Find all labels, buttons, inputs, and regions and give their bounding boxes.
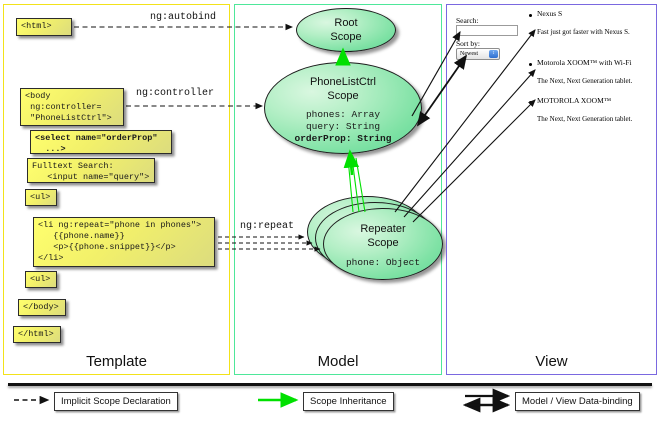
ul-close-tag-box: <ul> (25, 271, 57, 288)
fulltext-search-box: Fulltext Search: <input name="query"> (27, 158, 155, 183)
ctrl-scope-title-2: Scope (327, 90, 359, 102)
phonelistctrl-scope-ellipse: PhoneListCtrl Scope phones: Array query:… (264, 62, 422, 154)
repeater-scope-title-1: Repeater (360, 223, 406, 235)
legend-model-view-data-binding: Model / View Data-binding (515, 392, 640, 411)
search-label: Search: (456, 16, 479, 25)
root-scope-ellipse: Root Scope (296, 8, 396, 52)
phone-snippet: Fast just got faster with Nexus S. (537, 28, 630, 36)
repeater-scope-title-2: Scope (367, 237, 399, 249)
sort-by-selected-value: Newest (460, 51, 478, 57)
root-scope-title-2: Scope (330, 31, 362, 43)
ng-controller-label: ng:controller (136, 88, 215, 99)
body-close-tag-box: </body> (18, 299, 66, 316)
li-ng-repeat-box: <li ng:repeat="phone in phones"> {{phone… (33, 217, 215, 267)
sort-by-label: Sort by: (456, 39, 480, 48)
ng-autobind-label: ng:autobind (150, 12, 217, 23)
select-orderprop-box: <select name="orderProp" ...> (30, 130, 172, 154)
ctrl-scope-prop-orderprop: orderProp: String (294, 133, 392, 144)
legend-scope-inheritance: Scope Inheritance (303, 392, 394, 411)
ctrl-scope-prop-query: query: String (305, 121, 381, 132)
phone-snippet: The Next, Next Generation tablet. (537, 115, 633, 123)
view-column-title: View (535, 353, 568, 370)
model-column: Model (234, 4, 442, 375)
body-controller-box: <body ng:controller= "PhoneListCtrl"> (20, 88, 124, 126)
legend-divider (8, 383, 652, 386)
root-scope-title-1: Root (334, 17, 358, 29)
list-bullet (529, 14, 532, 17)
search-input[interactable] (456, 25, 518, 36)
repeater-scope-prop-phone: phone: Object (345, 257, 421, 268)
template-column-title: Template (86, 353, 147, 370)
html-close-tag-box: </html> (13, 326, 61, 343)
ng-repeat-label: ng:repeat (240, 221, 295, 232)
list-bullet (529, 101, 532, 104)
repeater-scope-ellipse-front: Repeater Scope phone: Object (323, 208, 443, 280)
ctrl-scope-prop-phones: phones: Array (305, 109, 381, 120)
phone-name: Nexus S (537, 9, 563, 18)
phone-name: MOTOROLA XOOM™ (537, 96, 612, 105)
ctrl-scope-title-1: PhoneListCtrl (309, 76, 377, 88)
sort-by-select[interactable]: Newest ↕ (456, 48, 500, 60)
legend-implicit-scope-declaration: Implicit Scope Declaration (54, 392, 178, 411)
chevron-down-icon: ↕ (489, 50, 498, 58)
list-bullet (529, 63, 532, 66)
phone-snippet: The Next, Next Generation tablet. (537, 77, 633, 85)
model-column-title: Model (317, 353, 359, 370)
html-open-tag-box: <html> (16, 18, 72, 36)
ul-open-tag-box: <ul> (25, 189, 57, 206)
phone-name: Motorola XOOM™ with Wi-Fi (537, 58, 632, 67)
